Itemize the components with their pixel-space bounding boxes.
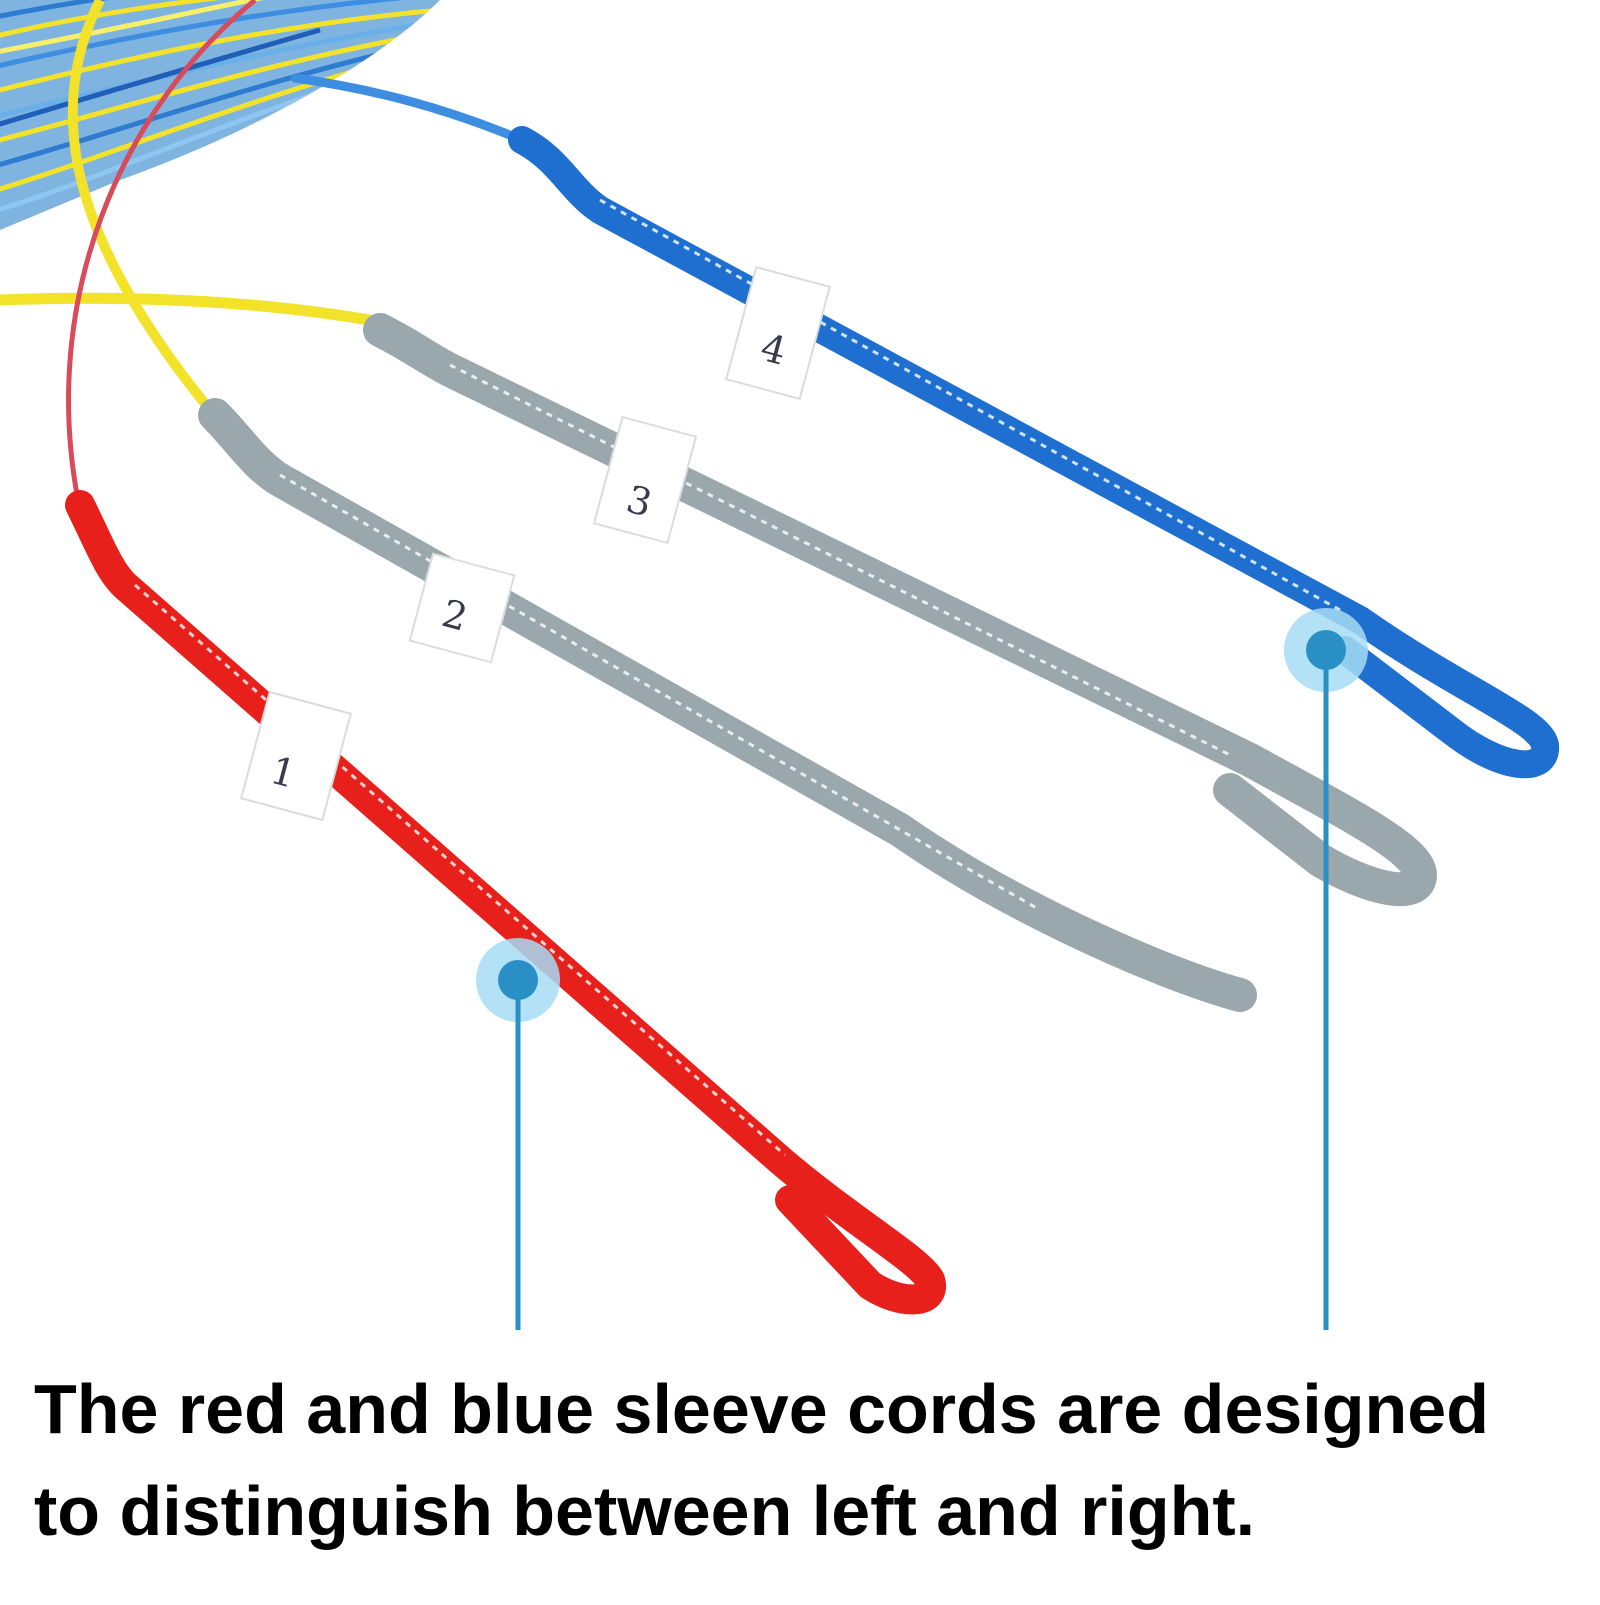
cord-1-red — [65, 490, 946, 1315]
red-line — [66, 0, 257, 501]
tag-4: 4 — [725, 265, 831, 401]
blue-cord-marker — [1284, 608, 1368, 1330]
caption: The red and blue sleeve cords are design… — [34, 1358, 1574, 1562]
cord-2-gray — [198, 398, 1257, 1012]
yellow-line-upper — [0, 292, 381, 328]
cord-4-blue — [508, 126, 1559, 779]
tag-1: 1 — [239, 690, 353, 822]
caption-line-1: The red and blue sleeve cords are design… — [34, 1370, 1489, 1448]
blue-line — [290, 73, 527, 145]
tag-2: 2 — [408, 552, 516, 664]
yellow-line-lower — [67, 0, 214, 414]
caption-line-2: to distinguish between left and right. — [34, 1472, 1256, 1550]
tag-3: 3 — [592, 415, 698, 545]
red-cord-marker — [476, 938, 560, 1330]
cord-3-gray — [363, 313, 1437, 907]
